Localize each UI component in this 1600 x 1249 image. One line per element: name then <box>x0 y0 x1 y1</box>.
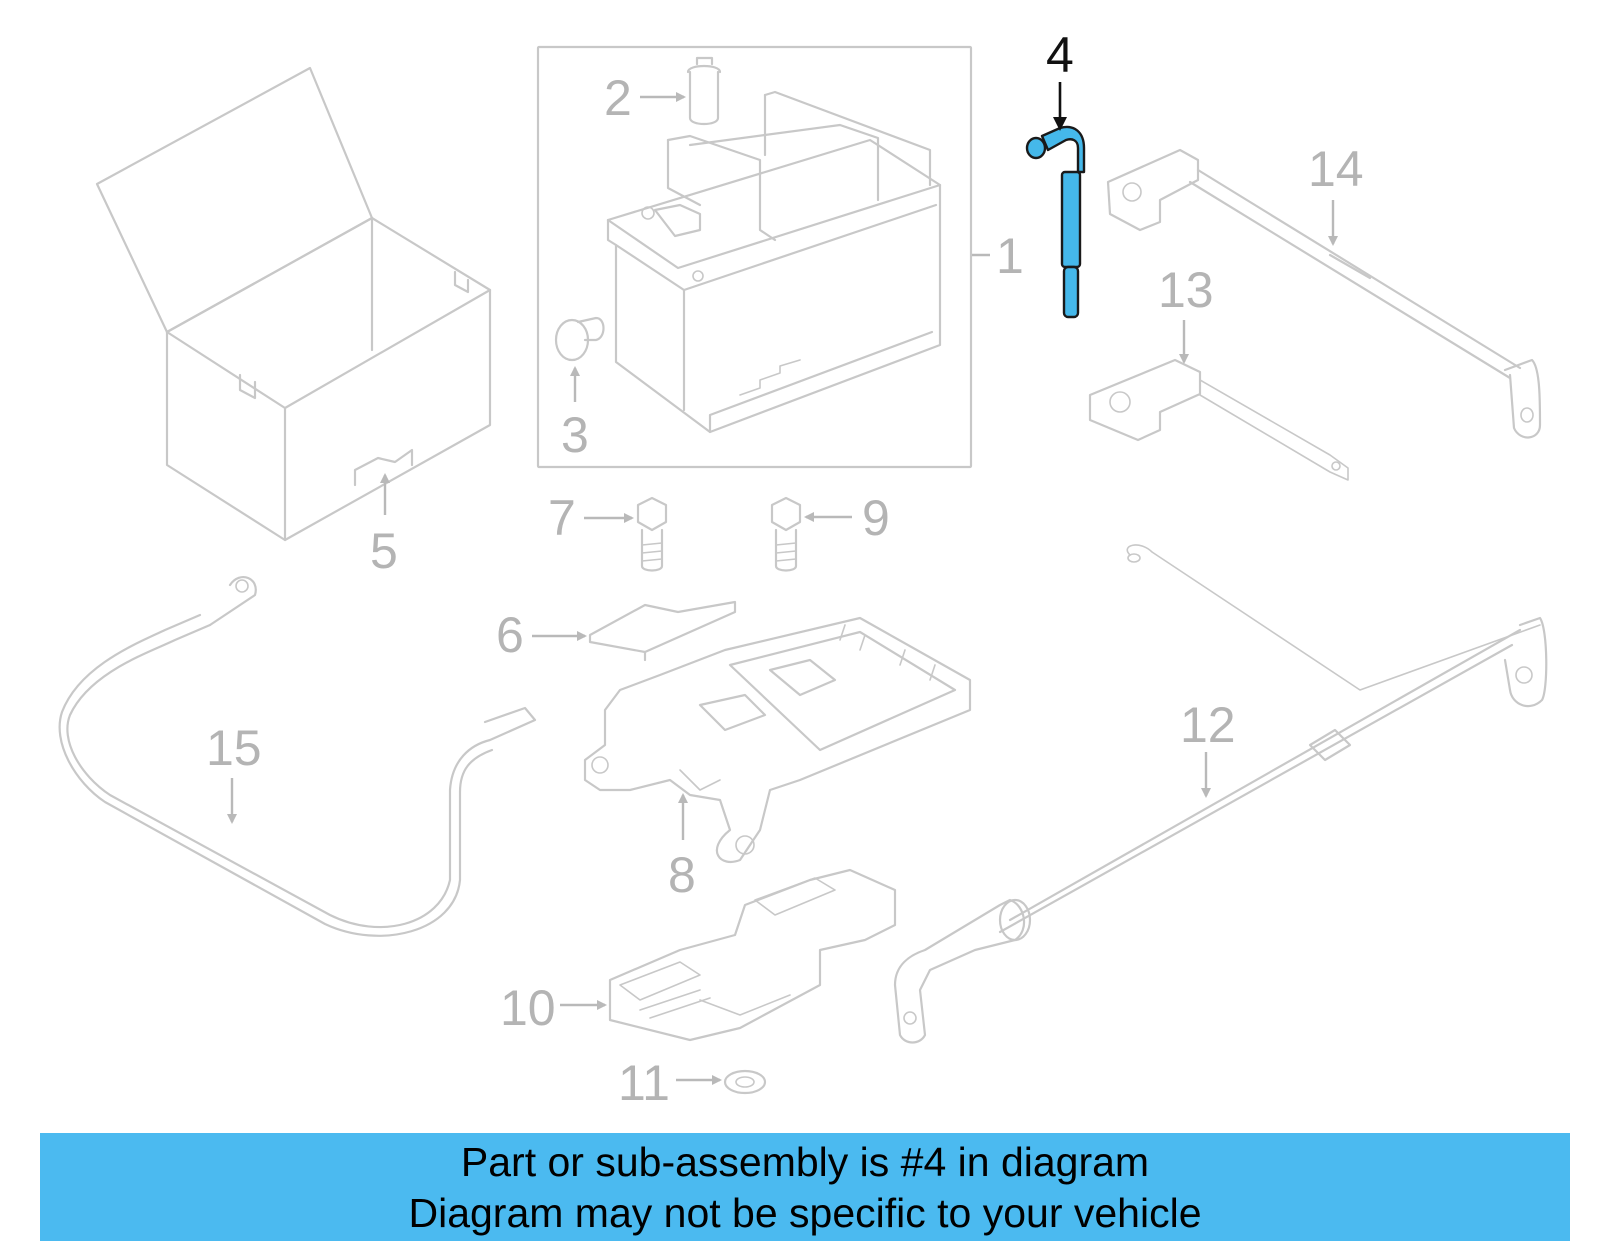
banner-line-disclaimer: Diagram may not be specific to your vehi… <box>408 1190 1202 1236</box>
callout-13: 13 <box>1158 262 1214 364</box>
svg-text:7: 7 <box>548 490 576 546</box>
callout-6: 6 <box>496 607 587 663</box>
svg-text:9: 9 <box>862 490 890 546</box>
svg-text:6: 6 <box>496 607 524 663</box>
svg-text:10: 10 <box>500 980 556 1036</box>
bolt-part-9 <box>770 496 802 572</box>
terminal-clamp-part-13 <box>1088 358 1349 481</box>
svg-text:11: 11 <box>618 1055 670 1111</box>
svg-text:12: 12 <box>1180 697 1236 753</box>
lower-tray-part-10 <box>608 868 897 1042</box>
svg-text:2: 2 <box>604 70 632 126</box>
svg-text:13: 13 <box>1158 262 1214 318</box>
plug-part-3 <box>554 316 605 362</box>
vent-hose-part-4 <box>1025 125 1086 319</box>
callout-11: 11 <box>618 1055 722 1111</box>
callout-15: 15 <box>206 720 262 824</box>
svg-text:5: 5 <box>370 523 398 579</box>
washer-part-11 <box>723 1069 767 1095</box>
callout-3: 3 <box>561 366 589 463</box>
callout-7: 7 <box>548 490 634 546</box>
bracket-part-6 <box>588 600 737 662</box>
callout-4: 4 <box>1046 27 1074 131</box>
battery-tray-part-8 <box>583 616 972 863</box>
battery-part-1 <box>606 90 942 434</box>
battery-cable-part-12 <box>893 544 1548 1044</box>
svg-text:3: 3 <box>561 407 589 463</box>
callout-1: 1 <box>972 228 1024 284</box>
callout-5: 5 <box>370 473 398 579</box>
cap-part-2 <box>686 56 722 126</box>
svg-text:1: 1 <box>996 228 1024 284</box>
banner-line-part-info: Part or sub-assembly is #4 in diagram <box>460 1139 1150 1185</box>
svg-text:4: 4 <box>1046 27 1074 83</box>
info-banner: Part or sub-assembly is #4 in diagram Di… <box>40 1133 1570 1241</box>
callout-10: 10 <box>500 980 607 1036</box>
callout-2: 2 <box>604 70 686 126</box>
bolt-part-7 <box>636 496 668 572</box>
callout-9: 9 <box>804 490 890 546</box>
callout-8: 8 <box>668 793 696 903</box>
cable-part-14 <box>1106 148 1542 439</box>
battery-group-frame <box>536 45 973 469</box>
battery-box-part-5 <box>95 66 492 542</box>
svg-text:14: 14 <box>1308 141 1364 197</box>
callout-14: 14 <box>1308 141 1364 246</box>
svg-text:15: 15 <box>206 720 262 776</box>
callout-12: 12 <box>1180 697 1236 798</box>
ground-cable-part-15 <box>58 576 537 937</box>
svg-text:8: 8 <box>668 847 696 903</box>
